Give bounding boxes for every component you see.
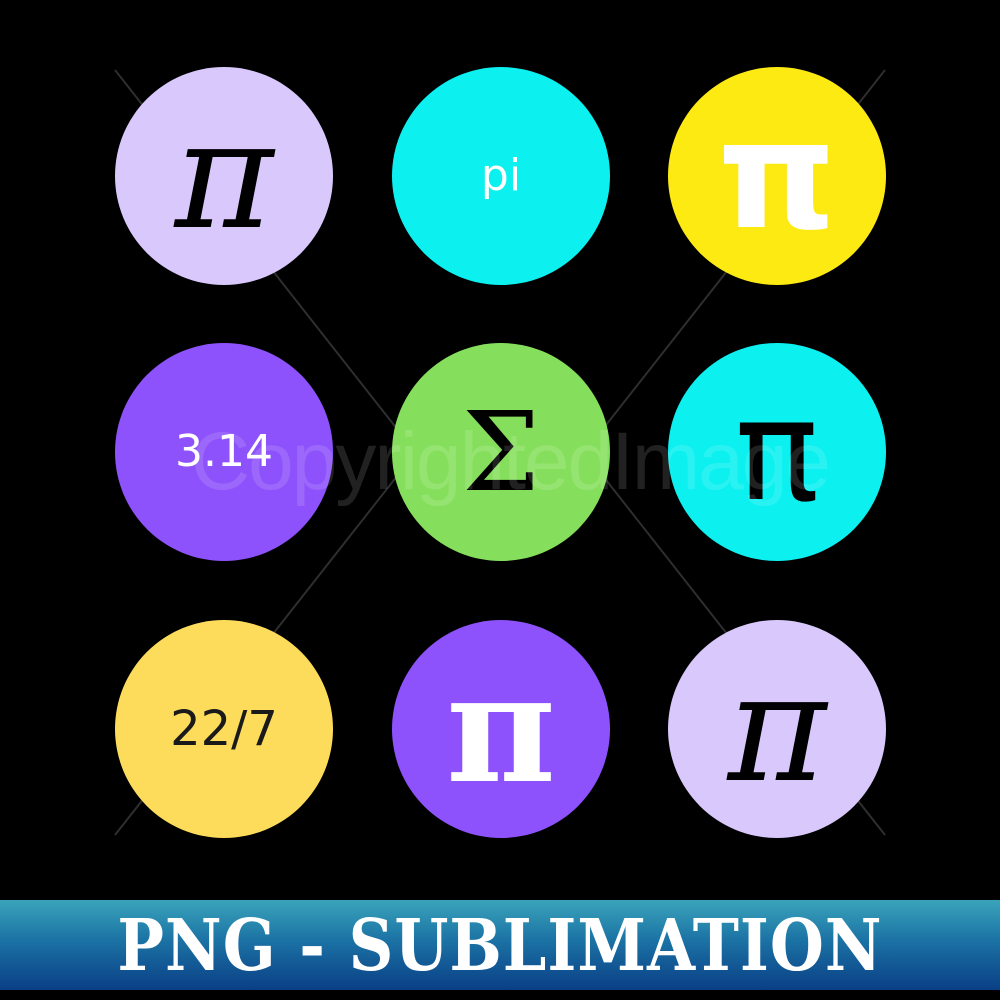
pi-circle-lavender-top: π [115,67,333,285]
banner-title: PNG - SUBLIMATION [117,903,883,987]
pi-symbol-bold: π [717,89,837,263]
format-banner: PNG - SUBLIMATION [0,900,1000,990]
value-circle-purple: 3.14 [115,343,333,561]
pi-word-text: pi [480,150,522,201]
pi-symbol: π [174,89,274,263]
pi-word-circle-cyan: pi [392,67,610,285]
fraction-circle-yellow: 22/7 [115,620,333,838]
pi-symbol: π [727,642,827,816]
pi-circle-cyan: π [668,343,886,561]
pi-circle-lavender-bottom: π [668,620,886,838]
pi-circle-purple: π [392,620,610,838]
pi-circle-yellow: π [668,67,886,285]
sigma-circle-green: Σ [392,343,610,561]
pi-fraction-text: 22/7 [170,701,278,757]
pi-symbol-thin: π [734,370,820,533]
pi-symbol-bold-serif: π [446,641,556,817]
sigma-symbol: Σ [462,388,540,516]
pi-decimal-text: 3.14 [175,426,273,477]
bottom-border [0,990,1000,1000]
